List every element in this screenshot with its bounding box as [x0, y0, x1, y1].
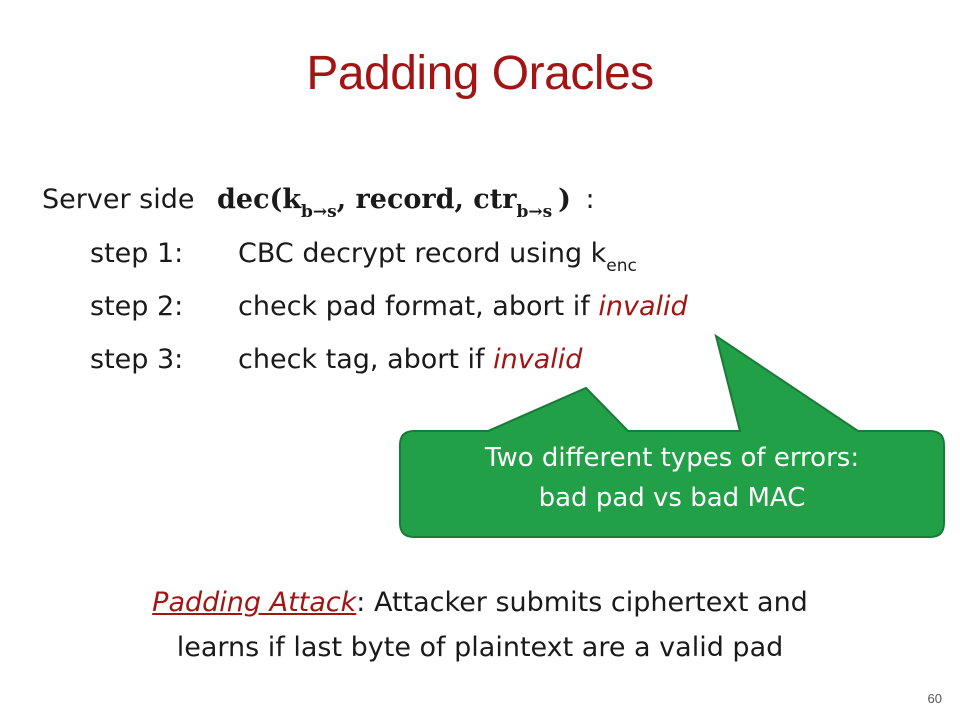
step-2-body: check pad format, abort if: [238, 291, 599, 322]
slide-title: Padding Oracles: [306, 47, 654, 100]
attack-line-2: learns if last byte of plaintext are a v…: [176, 632, 784, 663]
dec-func-close: ): [558, 184, 571, 215]
step-1-body: CBC decrypt record using k: [238, 238, 607, 269]
step-3-text: check tag, abort if invalid: [238, 344, 582, 375]
callout-text: Two different types of errors: bad pad v…: [400, 438, 944, 518]
padding-attack-text: Padding Attack: Attacker submits ciphert…: [0, 580, 960, 670]
enc-subscript: enc: [606, 256, 637, 276]
step-2-invalid: invalid: [598, 291, 688, 322]
callout-line-1: Two different types of errors:: [484, 443, 860, 473]
dec-func-open: dec(k: [217, 184, 302, 215]
dec-func-middle: , record, ctr: [336, 184, 517, 215]
key-subscript: b→s: [301, 202, 337, 222]
dec-function: dec(kb→s, record, ctrb→s): [217, 184, 571, 222]
server-colon: :: [585, 184, 595, 215]
server-side-line: Server side dec(kb→s, record, ctrb→s) :: [42, 184, 595, 222]
step-1-label: step 1:: [90, 238, 184, 269]
step-2-text: check pad format, abort if invalid: [238, 291, 688, 322]
callout-bubble: [399, 333, 945, 538]
step-3-label: step 3:: [90, 344, 184, 375]
step-1-text: CBC decrypt record using kenc: [238, 238, 637, 276]
server-side-label: Server side: [42, 184, 195, 215]
padding-attack-label: Padding Attack: [152, 587, 357, 618]
attack-line-1: Padding Attack: Attacker submits ciphert…: [0, 580, 960, 625]
callout-line-2: bad pad vs bad MAC: [538, 483, 806, 513]
step-2-label: step 2:: [90, 291, 184, 322]
ctr-subscript: b→s: [516, 202, 553, 222]
page-number: 60: [927, 691, 942, 706]
step-3-invalid: invalid: [493, 344, 583, 375]
step-3-body: check tag, abort if: [238, 344, 494, 375]
attack-line-1-rest: : Attacker submits ciphertext and: [356, 587, 808, 618]
